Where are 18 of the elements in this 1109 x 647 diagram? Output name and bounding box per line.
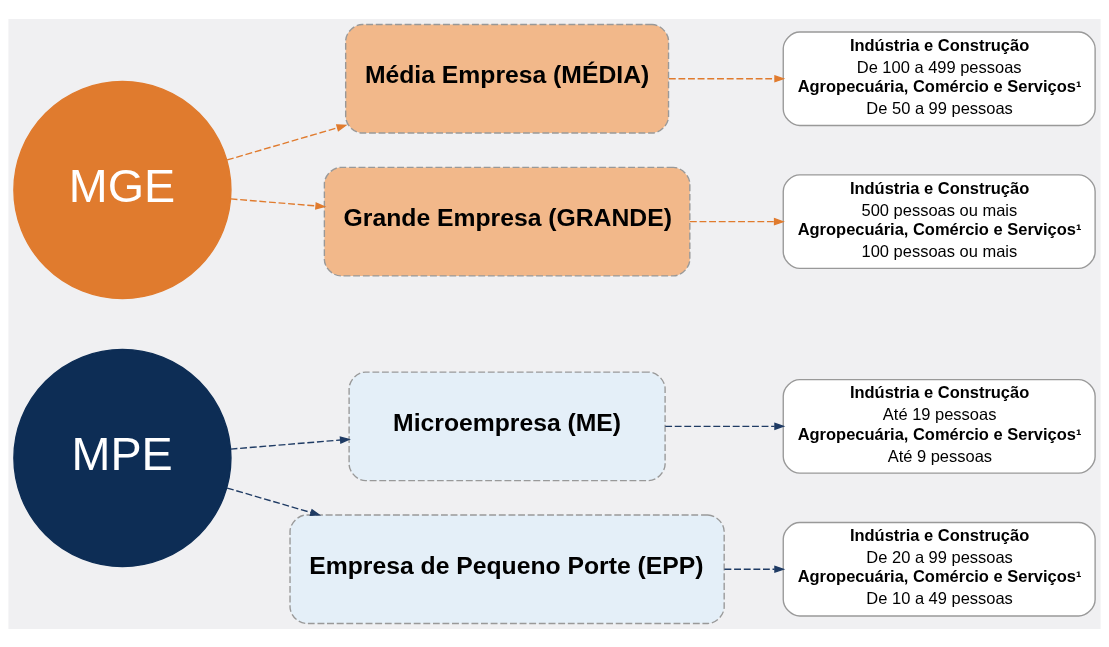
node-box: Indústria e Construção De 100 a 499 pessoas Agropecuária, Comércio e Serviços¹ De 50 a 99 pessoas: [782, 30, 1096, 126]
node-box: Empresa de Pequeno Porte (EPP): [289, 513, 725, 624]
arrow: [230, 435, 351, 450]
node-box: Grande Empresa (GRANDE): [323, 166, 691, 277]
arrow: [226, 123, 348, 161]
arrow: [668, 74, 786, 83]
node-circle: MGE: [13, 80, 232, 299]
node-box: Média Empresa (MÉDIA): [345, 23, 670, 134]
arrow: [689, 217, 785, 225]
arrow: [230, 197, 327, 210]
node-box: Indústria e Construção Até 19 pessoas Agropecuária, Comércio e Serviços¹ Até 9 pessoas: [782, 378, 1096, 474]
arrow: [723, 564, 786, 573]
arrow: [226, 486, 322, 516]
node-box: Microempresa (ME): [348, 370, 666, 481]
node-circle: MPE: [13, 348, 232, 567]
arrow: [664, 422, 786, 430]
node-box: Indústria e Construção 500 pessoas ou mais Agropecuária, Comércio e Serviços¹ 100 pessoas ou mais: [782, 173, 1096, 269]
node-box: Indústria e Construção De 20 a 99 pessoas Agropecuária, Comércio e Serviços¹ De 10 a 49 pessoas: [782, 521, 1096, 617]
